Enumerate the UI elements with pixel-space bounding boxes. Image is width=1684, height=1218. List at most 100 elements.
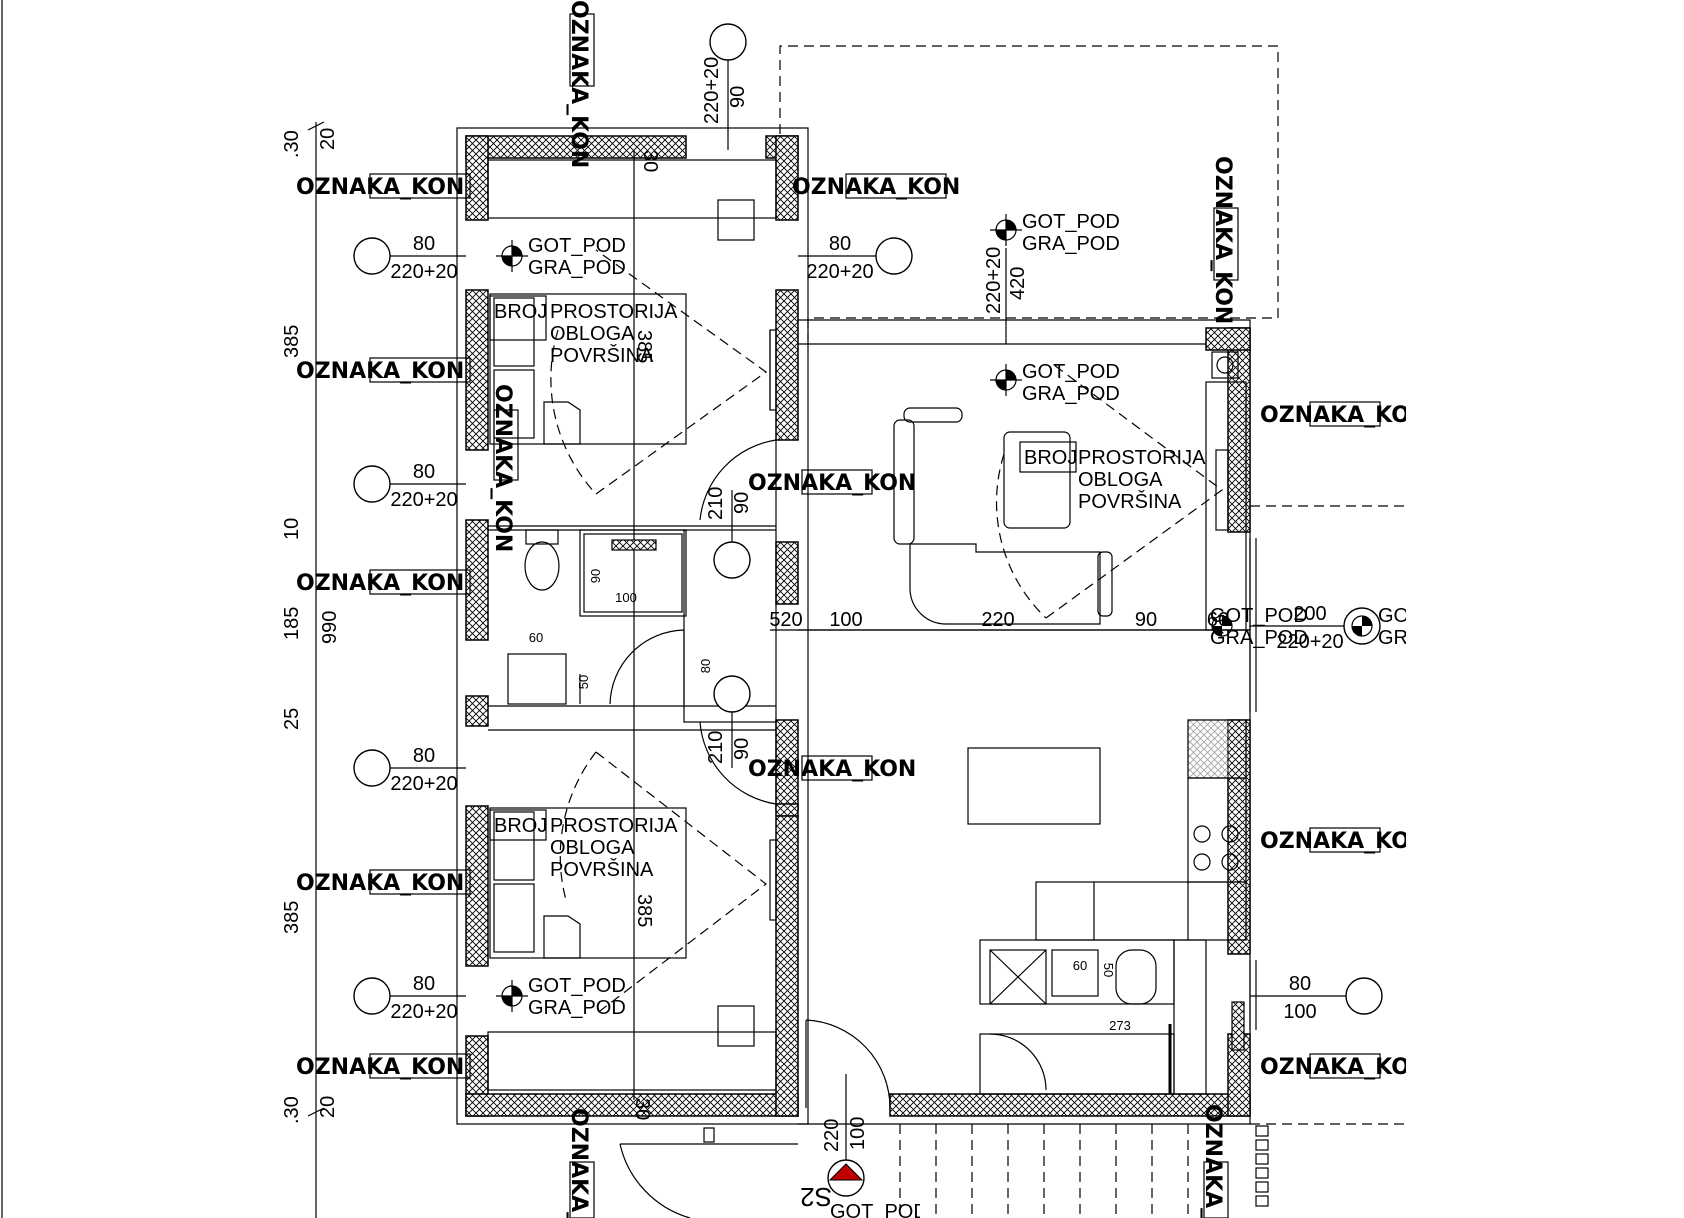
svg-text:POVRŠINA: POVRŠINA bbox=[550, 858, 654, 881]
dim-left-20: 20 bbox=[317, 128, 339, 150]
svg-text:PROSTORIJA: PROSTORIJA bbox=[1078, 447, 1206, 469]
level-marker-entry: GOT_POD bbox=[830, 1201, 928, 1218]
svg-text:220+20: 220+20 bbox=[1276, 631, 1343, 653]
window-tag-right: 200 220+20 bbox=[1250, 603, 1344, 653]
svg-text:OBLOGA: OBLOGA bbox=[550, 837, 635, 859]
svg-text:80: 80 bbox=[829, 233, 851, 255]
svg-text:GRA_POD: GRA_POD bbox=[528, 997, 626, 1019]
bedroom-2-furniture bbox=[487, 751, 777, 1091]
room-stamp-bedroom-2: BROJ PROSTORIJA OBLOGA POVRŠINA bbox=[489, 809, 678, 881]
svg-text:OBLOGA: OBLOGA bbox=[1078, 469, 1163, 491]
svg-text:220+20: 220+20 bbox=[390, 489, 457, 511]
svg-text:OZNAKA_KO: OZNAKA_KO bbox=[1260, 403, 1410, 428]
svg-text:BROJ: BROJ bbox=[494, 301, 547, 323]
door-tag-lower: 90 210 bbox=[705, 675, 753, 768]
oznaka-tag: OZNAKA_KON bbox=[296, 869, 471, 896]
svg-text:OZNAKA_KON: OZNAKA_KON bbox=[296, 571, 464, 596]
oznaka-tag: OZNAKA_KON bbox=[296, 357, 471, 384]
dim-left-20-bottom: 20 bbox=[317, 1096, 339, 1118]
svg-text:OZNAKA_KON: OZNAKA_KON bbox=[566, 1108, 591, 1218]
window-tag-top: 90 220+20 bbox=[701, 23, 749, 150]
svg-text:GOT_POD: GOT_POD bbox=[830, 1201, 928, 1218]
door-tag-upper: 90 210 bbox=[705, 487, 753, 579]
dim-30-bottom: 30 bbox=[631, 1098, 653, 1120]
window-tag-terrace: 420 220+20 bbox=[983, 247, 1029, 344]
bedroom-1-furniture bbox=[487, 159, 777, 495]
oznaka-tag: OZNAKA_KON bbox=[296, 173, 471, 200]
dim-left-25: 25 bbox=[281, 708, 303, 730]
dim-k-50: 50 bbox=[1101, 963, 1116, 977]
oznaka-tags-vertical: OZNAKA_KON OZNAKA_KON OZNAKA_KON OZNAKA_… bbox=[490, 0, 1239, 1218]
section-label: S2 bbox=[800, 1182, 832, 1212]
oznaka-tag-vertical-cut: OZNAKA_KON bbox=[566, 1108, 595, 1218]
svg-text:90: 90 bbox=[731, 492, 753, 514]
level-marker-bedroom-1: GOT_POD GRA_POD bbox=[496, 235, 626, 279]
dim-left-10: 10 bbox=[281, 518, 303, 540]
svg-text:90: 90 bbox=[731, 738, 753, 760]
dim-row-520: 520 bbox=[769, 609, 802, 631]
svg-text:100: 100 bbox=[1283, 1001, 1316, 1023]
window-tag-left-2: 80 220+20 bbox=[353, 461, 466, 511]
svg-text:210: 210 bbox=[705, 731, 727, 764]
dim-left-990: 990 bbox=[319, 611, 341, 644]
svg-text:POVRŠINA: POVRŠINA bbox=[1078, 490, 1182, 513]
svg-text:OZNAKA_KON: OZNAKA_KON bbox=[296, 359, 464, 384]
svg-text:420: 420 bbox=[1007, 267, 1029, 300]
doors bbox=[619, 439, 891, 1218]
dim-385-room1: 385 bbox=[633, 330, 655, 363]
stairs bbox=[899, 1124, 1189, 1218]
window-tag-mid: 80 220+20 bbox=[798, 233, 913, 283]
svg-text:OZNAKA_KON: OZNAKA_KON bbox=[748, 471, 916, 496]
svg-text:BROJ: BROJ bbox=[494, 815, 547, 837]
svg-text:OZNAKA_KON: OZNAKA_KON bbox=[296, 1055, 464, 1080]
dim-bath-60: 60 bbox=[529, 630, 543, 645]
room-stamp-bedroom-1: BROJ PROSTORIJA OBLOGA POVRŠINA bbox=[489, 295, 678, 367]
level-marker-hall: GOT_POD GRA_POD bbox=[1210, 605, 1308, 649]
svg-text:OZNAKA_KO: OZNAKA_KO bbox=[1260, 829, 1410, 854]
oznaka-tag: OZNAKA_KON bbox=[748, 469, 916, 496]
svg-text:80: 80 bbox=[413, 233, 435, 255]
dimension-row-middle: 520 100 220 90 60 bbox=[769, 609, 1250, 631]
window-tag-right-2: 80 100 bbox=[1250, 973, 1383, 1023]
oznaka-tag-vertical: OZNAKA_KON bbox=[1210, 156, 1239, 324]
oznaka-tag: OZNAKA_KON bbox=[792, 173, 960, 200]
svg-text:OZNAKA_KON: OZNAKA_KON bbox=[490, 384, 515, 552]
dim-left-30-bottom: .30 bbox=[281, 1096, 303, 1124]
bathroom-fixtures bbox=[507, 529, 687, 705]
level-marker-living: GOT_POD GRA_POD bbox=[990, 361, 1120, 405]
dim-k-273: 273 bbox=[1109, 1018, 1131, 1033]
dim-left-385-b: 385 bbox=[281, 901, 303, 934]
dim-bath-80: 80 bbox=[698, 659, 713, 673]
oznaka-tag: OZNAKA_KON bbox=[296, 1053, 471, 1080]
svg-text:GOT_POD: GOT_POD bbox=[528, 235, 626, 257]
svg-text:GOT_POD: GOT_POD bbox=[1378, 605, 1476, 627]
window-tag-left-1: 80 220+20 bbox=[353, 233, 466, 283]
kitchen-fixtures bbox=[979, 719, 1247, 1095]
svg-text:GOT_POD: GOT_POD bbox=[528, 975, 626, 997]
section-marker-s2: S2 bbox=[800, 1159, 865, 1212]
dim-30-top: 30 bbox=[639, 150, 661, 172]
level-marker-exterior: GOT_POD GRA_POD bbox=[1343, 605, 1476, 649]
svg-text:GRA_POD: GRA_POD bbox=[1022, 383, 1120, 405]
door-tag-entry: 100 220 bbox=[821, 1074, 869, 1164]
svg-text:200: 200 bbox=[1293, 603, 1326, 625]
svg-text:220+20: 220+20 bbox=[390, 773, 457, 795]
room-stamp-living: BROJ PROSTORIJA OBLOGA POVRŠINA bbox=[1019, 441, 1206, 513]
svg-text:GRA_POD: GRA_POD bbox=[1378, 627, 1476, 649]
svg-text:OZNAKA_KON: OZNAKA_KON bbox=[1210, 156, 1235, 324]
svg-text:OZNAKA_KON: OZNAKA_KON bbox=[566, 0, 591, 168]
svg-text:GOT_POD: GOT_POD bbox=[1210, 605, 1308, 627]
svg-text:220+20: 220+20 bbox=[806, 261, 873, 283]
oznaka-tag: OZNAKA_KON bbox=[748, 755, 916, 782]
level-marker-bedroom-2: GOT_POD GRA_POD bbox=[496, 975, 626, 1019]
window-tag-left-4: 80 220+20 bbox=[353, 973, 466, 1023]
svg-text:GOT_POD: GOT_POD bbox=[1022, 361, 1120, 383]
svg-text:220+20: 220+20 bbox=[390, 261, 457, 283]
svg-text:220+20: 220+20 bbox=[983, 247, 1005, 314]
dim-385-room2: 385 bbox=[633, 894, 655, 927]
dimension-chain-left: .30 20 385 10 185 990 25 385 .30 20 bbox=[281, 121, 341, 1218]
svg-text:220+20: 220+20 bbox=[701, 57, 723, 124]
oznaka-tags: OZNAKA_KON OZNAKA_KON OZNAKA_KON OZNAKA_… bbox=[296, 173, 1410, 1080]
oznaka-tag-vertical: OZNAKA_KON bbox=[566, 0, 595, 168]
